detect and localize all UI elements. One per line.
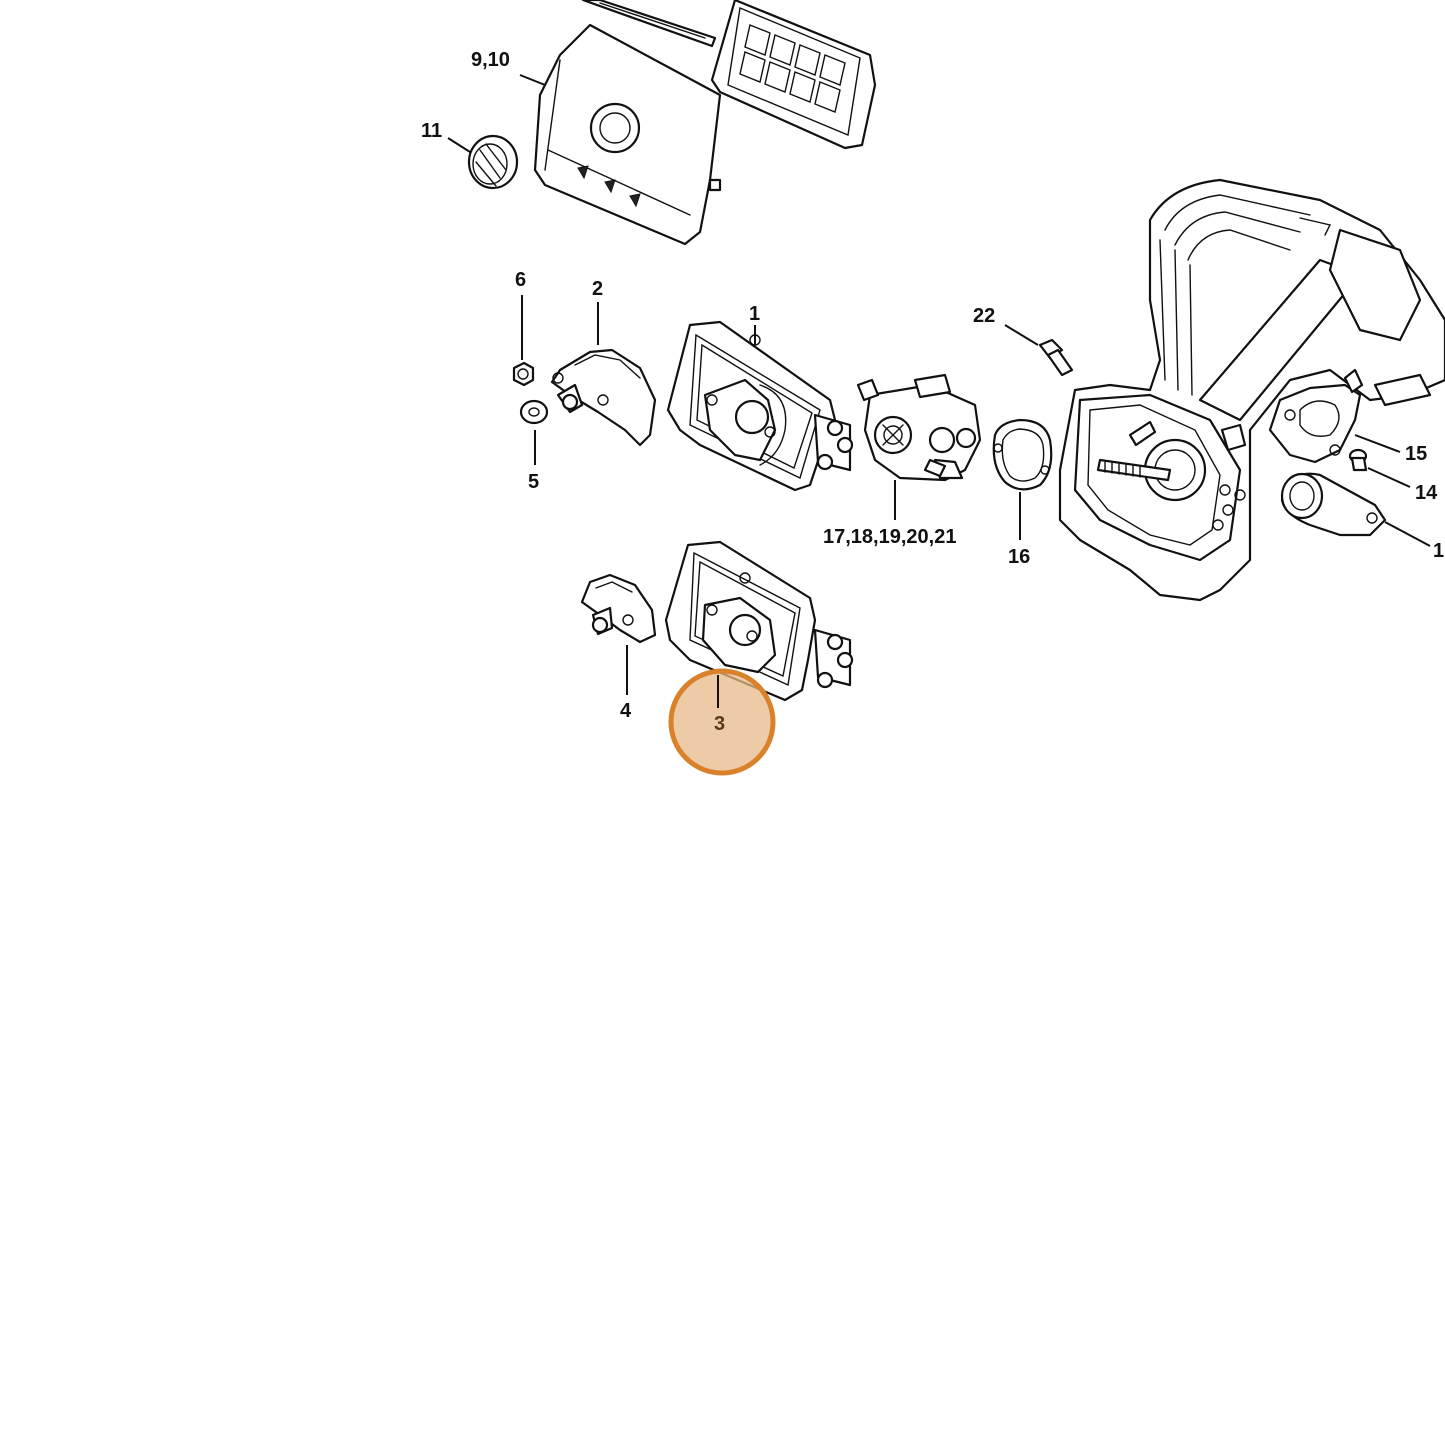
callout-2[interactable]: 2 [592, 278, 603, 300]
shroud-top-strip [581, 0, 717, 48]
bracket-4 [580, 573, 657, 644]
gasket [992, 418, 1053, 491]
intake-manifold [1280, 472, 1387, 537]
flange-15 [1268, 368, 1364, 464]
air-filter [710, 0, 877, 150]
shroud-cover [533, 23, 722, 246]
nut [512, 361, 535, 387]
filter-base-3 [664, 540, 854, 702]
screw-22 [1038, 338, 1074, 377]
callout-16[interactable]: 16 [1008, 546, 1030, 568]
engine-housing [1058, 178, 1445, 602]
callout-14[interactable]: 14 [1415, 482, 1438, 504]
callout-labels: 9,10 11 6 2 1 5 22 17,18,19,20,21 16 15 … [421, 49, 1444, 735]
callout-15[interactable]: 15 [1405, 443, 1427, 465]
callout-1[interactable]: 1 [749, 303, 760, 325]
callout-6[interactable]: 6 [515, 269, 526, 291]
cover-knob [467, 134, 519, 190]
bracket-2 [550, 348, 657, 447]
filter-base-1-ports [813, 413, 854, 472]
filter-base-1 [666, 320, 854, 492]
callout-4[interactable]: 4 [620, 700, 632, 722]
callout-9-10[interactable]: 9,10 [471, 49, 510, 71]
callout-22[interactable]: 22 [973, 305, 995, 327]
callout-3[interactable]: 3 [714, 713, 725, 735]
callout-17-21[interactable]: 17,18,19,20,21 [823, 526, 956, 548]
callout-3-highlight[interactable] [668, 668, 776, 776]
screw-14 [1348, 448, 1368, 472]
callout-5[interactable]: 5 [528, 471, 539, 493]
filter-base-3-ports [813, 628, 854, 689]
callout-1-edge[interactable]: 1 [1433, 540, 1444, 562]
washer [519, 399, 549, 425]
callout-11[interactable]: 11 [421, 120, 442, 142]
carburetor [856, 373, 982, 482]
